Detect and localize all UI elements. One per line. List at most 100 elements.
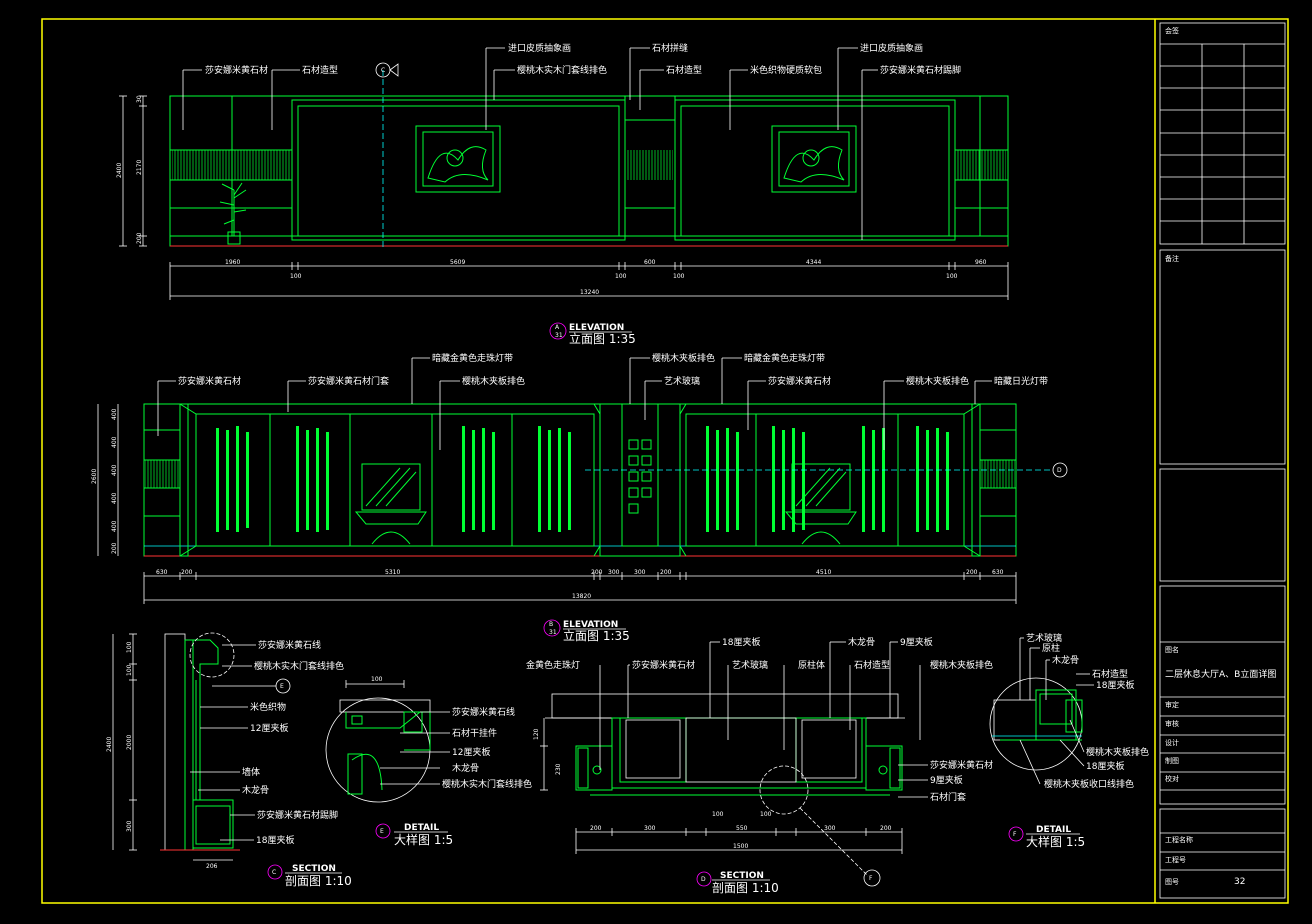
section-c-marker-letter: C [272, 869, 276, 876]
section-d-marker-letter: D [701, 876, 706, 883]
label-e-1: 莎安娜米黄石线 [452, 706, 515, 718]
tb-row-sheet-no: 图号 [1165, 878, 1179, 886]
svg-text:F: F [869, 875, 873, 882]
tb-row-drawing-name: 图名 [1165, 645, 1179, 654]
label-a-5: 石材拼缝 [652, 42, 688, 54]
label-e-5: 樱桃木实木门套线排色 [442, 778, 532, 790]
elevation-b: D 630 200 5310 200 300 300 200 4510 200 … [91, 352, 1068, 643]
label-b-3: 暗藏金黄色走珠灯带 [432, 352, 513, 364]
label-f-6: 樱桃木夹板排色 [1086, 746, 1149, 758]
label-f-7: 18厘夹板 [1086, 760, 1124, 772]
tb-row-project-no: 工程号 [1165, 855, 1186, 864]
section-c-marker [267, 864, 283, 880]
tb-row-approve: 审定 [1165, 700, 1179, 709]
label-d-3: 18厘夹板 [722, 636, 760, 648]
dim-a-6: 100 [673, 273, 685, 280]
label-f-2: 原柱 [1042, 642, 1060, 654]
svg-text:E: E [280, 683, 284, 690]
detail-f-marker-letter: F [1013, 831, 1017, 838]
detail-e-title-en: DETAIL [404, 823, 439, 833]
label-a-4: 樱桃木实木门套线排色 [517, 64, 607, 76]
detail-e-title-cn: 大样图 1:5 [394, 832, 453, 847]
label-f-1: 艺术玻璃 [1026, 632, 1062, 644]
dim-e-1: 100 [371, 676, 383, 683]
label-d-7: 石材造型 [854, 659, 890, 671]
label-b-5: 樱桃木夹板排色 [652, 352, 715, 364]
label-b-9: 樱桃木夹板排色 [906, 375, 969, 387]
section-c: 100 100 2000 300 2400 206 E 莎安娜米黄石线 樱桃木实… [106, 632, 352, 888]
dim-a-9: 960 [975, 259, 987, 266]
svg-text:D: D [1057, 467, 1062, 474]
dim-d-v2: 230 [555, 763, 562, 775]
label-d-4: 艺术玻璃 [732, 659, 768, 671]
elevation-a-title-en: ELEVATION [569, 323, 624, 333]
detail-f: 艺术玻璃 原柱 木龙骨 石材造型 18厘夹板 樱桃木夹板排色 18厘夹板 樱桃木… [989, 632, 1149, 849]
tb-row-project-name: 工程名称 [1165, 835, 1193, 844]
dim-c-2: 100 [126, 664, 133, 676]
label-c-2: 樱桃木实木门套线排色 [254, 660, 344, 672]
elevation-b-title-cn: 立面图 1:35 [563, 628, 630, 643]
section-d-marker [696, 871, 712, 887]
label-c-7: 莎安娜米黄石材踢脚 [257, 809, 338, 821]
elevation-b-title-en: ELEVATION [563, 620, 618, 630]
elevation-a: 1960 100 5609 100 600 100 4344 100 960 1… [116, 42, 1009, 346]
dim-b-5: 300 [608, 569, 620, 576]
dim-d-v1: 120 [533, 728, 540, 740]
label-d-1: 金黄色走珠灯 [526, 659, 580, 671]
label-d-10: 莎安娜米黄石材 [930, 759, 993, 771]
tb-row-sign: 会签 [1165, 26, 1179, 35]
section-c-title-cn: 剖面图 1:10 [285, 874, 352, 888]
dim-b-10: 630 [992, 569, 1004, 576]
label-a-2: 石材造型 [302, 64, 338, 76]
label-e-2: 石材干挂件 [452, 727, 497, 739]
label-b-8: 莎安娜米黄石材 [768, 375, 831, 387]
label-d-8: 9厘夹板 [900, 636, 933, 648]
section-d-title-en: SECTION [720, 871, 764, 881]
label-a-8: 进口皮质抽象画 [860, 42, 923, 54]
dim-d-3: 100 [712, 811, 724, 818]
label-f-4: 石材造型 [1092, 668, 1128, 680]
tb-row-notes: 备注 [1165, 254, 1179, 263]
dim-a-v4: 2400 [116, 163, 123, 178]
elevation-a-marker [549, 322, 567, 340]
label-d-12: 石材门套 [930, 791, 966, 803]
dim-b-total: 13820 [572, 593, 591, 600]
label-d-2: 莎安娜米黄石材 [632, 659, 695, 671]
label-c-3: 米色织物 [250, 701, 286, 713]
dim-c-1: 100 [126, 641, 133, 653]
detail-f-title-cn: 大样图 1:5 [1026, 834, 1085, 849]
label-a-1: 莎安娜米黄石材 [205, 64, 268, 76]
dim-a-total: 13240 [580, 289, 599, 296]
label-a-7: 米色织物硬质软包 [750, 64, 822, 76]
label-c-6: 木龙骨 [242, 784, 269, 796]
dim-d-total: 1500 [733, 843, 748, 850]
section-d: 200 300 100 550 100 300 200 1500 120 230… [526, 636, 993, 895]
dim-b-8: 4510 [816, 569, 831, 576]
label-b-7: 暗藏金黄色走珠灯带 [744, 352, 825, 364]
dim-b-v6: 200 [111, 542, 118, 554]
detail-e-marker [375, 823, 391, 839]
label-f-3: 木龙骨 [1052, 654, 1079, 666]
label-c-5: 墙体 [242, 766, 260, 778]
elevation-a-title-cn: 立面图 1:35 [569, 331, 636, 346]
label-e-4: 木龙骨 [452, 762, 479, 774]
dim-b-v-total: 2600 [91, 469, 98, 484]
tb-row-draw: 制图 [1165, 756, 1179, 765]
dim-c-3: 2000 [126, 735, 133, 750]
sheet-border [41, 18, 1289, 904]
dim-b-9: 200 [966, 569, 978, 576]
label-d-9: 樱桃木夹板排色 [930, 659, 993, 671]
tb-row-check: 校对 [1165, 774, 1179, 783]
dim-a-4: 100 [615, 273, 627, 280]
dim-b-6: 300 [634, 569, 646, 576]
dim-b-v3: 400 [111, 464, 118, 476]
label-b-6: 艺术玻璃 [664, 375, 700, 387]
dim-a-v2: 2170 [136, 160, 143, 175]
label-b-1: 莎安娜米黄石材 [178, 375, 241, 387]
dim-d-7: 200 [880, 825, 892, 832]
label-a-3: 进口皮质抽象画 [508, 42, 571, 54]
dim-c-total: 2400 [106, 737, 113, 752]
dim-b-v1: 400 [111, 408, 118, 420]
label-a-6: 石材造型 [666, 64, 702, 76]
